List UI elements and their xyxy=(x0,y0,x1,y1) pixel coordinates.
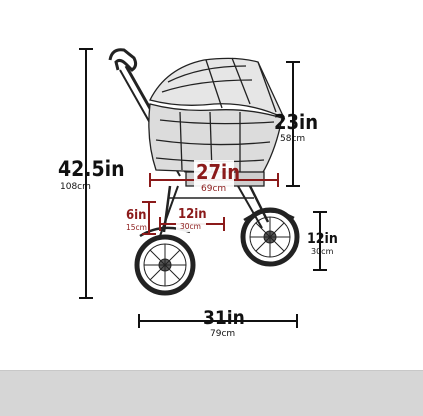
stroller-dimension-diagram: 42.5in 108cm 23in 58cm 27in 69cm 6in 15c… xyxy=(58,48,338,339)
cabin-length-imperial: 27in xyxy=(196,160,240,184)
bottom-bar xyxy=(0,370,423,416)
total-height-imperial: 42.5in xyxy=(58,157,125,181)
ground-clearance-metric: 15cm xyxy=(126,223,147,232)
total-height-line xyxy=(79,48,93,299)
rear-wheel-label: 12in 30cm xyxy=(307,231,338,256)
total-height-metric: 108cm xyxy=(60,182,91,192)
front-wheel-imperial: 12in xyxy=(178,207,207,222)
cabin-length-label: 27in 69cm xyxy=(196,160,240,194)
total-length-line xyxy=(138,314,298,328)
ground-clearance-imperial: 6in xyxy=(126,208,146,223)
rear-wheel-height-line xyxy=(313,211,327,271)
canopy-height-label: 23in 58cm xyxy=(274,110,318,144)
ground-clearance-line xyxy=(142,201,156,235)
total-length-imperial: 31in xyxy=(203,307,245,329)
total-length-metric: 79cm xyxy=(210,329,235,339)
front-wheel xyxy=(134,234,196,296)
front-wheel-metric: 30cm xyxy=(180,222,201,231)
ground-clearance-label: 6in 15cm xyxy=(126,208,147,232)
canopy-height-line xyxy=(286,61,300,187)
total-height-label: 42.5in 108cm xyxy=(58,157,125,192)
total-length-label: 31in 79cm xyxy=(203,307,245,339)
rear-wheel-imperial: 12in xyxy=(307,231,338,247)
rear-wheel-metric: 30cm xyxy=(311,247,334,256)
cabin-length-metric: 69cm xyxy=(201,184,226,194)
canopy-height-metric: 58cm xyxy=(280,134,305,144)
front-wheel-label: 12in 30cm xyxy=(178,207,207,231)
stroller-canopy xyxy=(149,57,286,120)
canopy-height-imperial: 23in xyxy=(274,110,318,134)
stroller-illustration xyxy=(108,48,295,238)
stroller-handle xyxy=(108,48,138,72)
rear-wheel xyxy=(240,207,300,267)
